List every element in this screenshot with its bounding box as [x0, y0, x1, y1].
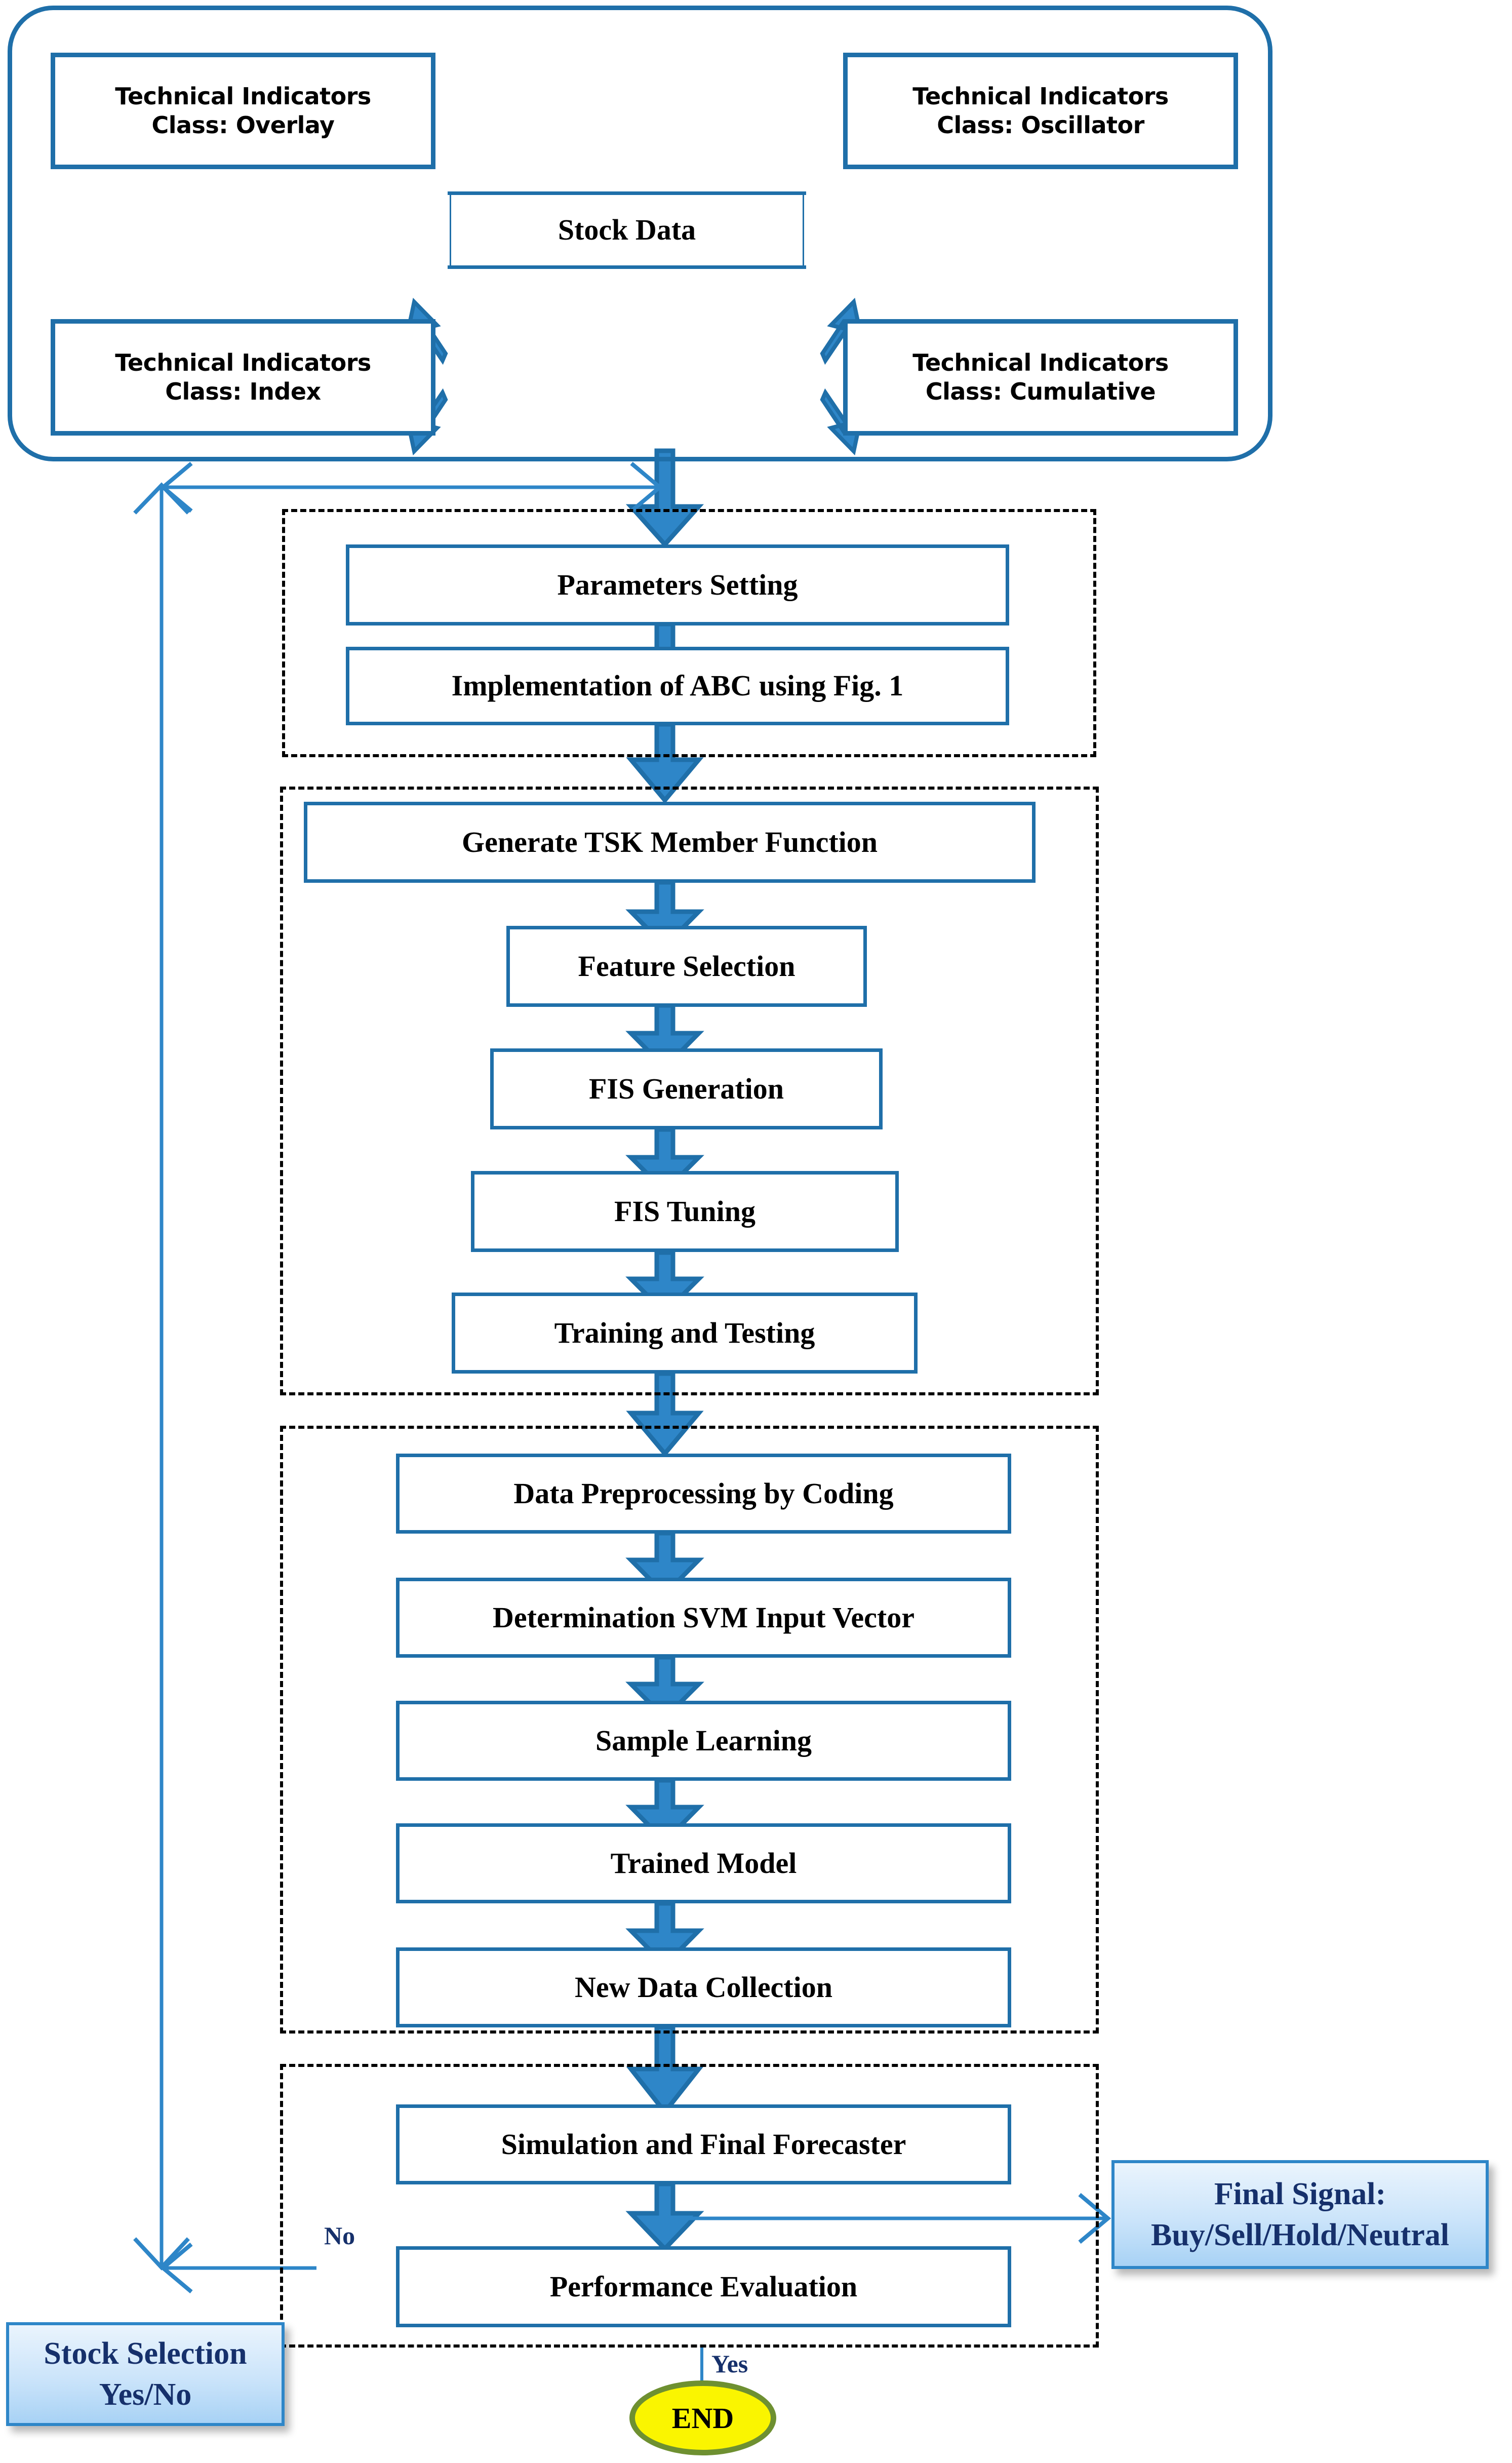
node-technical-indicators-overlay[interactable]: Technical Indicators Class: Overlay: [51, 53, 435, 169]
node-parameters-setting[interactable]: Parameters Setting: [346, 544, 1009, 625]
stock-selection-line2: Yes/No: [99, 2377, 192, 2412]
node-data-preprocessing-by-coding[interactable]: Data Preprocessing by Coding: [396, 1454, 1011, 1534]
node-final-signal[interactable]: Final Signal: Buy/Sell/Hold/Neutral: [1111, 2160, 1489, 2269]
node-end-terminator[interactable]: END: [629, 2380, 776, 2455]
node-generate-tsk-member-function[interactable]: Generate TSK Member Function: [304, 802, 1036, 883]
stock-selection-line1: Stock Selection: [44, 2336, 247, 2371]
ti-index-line2: Class: Index: [165, 378, 321, 405]
data-preprocessing-label: Data Preprocessing by Coding: [513, 1476, 894, 1510]
feature-selection-label: Feature Selection: [578, 949, 795, 983]
trained-model-label: Trained Model: [610, 1846, 797, 1880]
fis-generation-label: FIS Generation: [588, 1072, 784, 1105]
final-signal-line1: Final Signal:: [1214, 2176, 1386, 2211]
node-stock-data[interactable]: Stock Data: [448, 191, 806, 269]
ti-index-line1: Technical Indicators: [115, 348, 371, 376]
ti-overlay-line1: Technical Indicators: [115, 82, 371, 110]
ti-cumulative-line2: Class: Cumulative: [925, 378, 1156, 405]
node-feature-selection[interactable]: Feature Selection: [506, 926, 867, 1007]
edge-label-yes: Yes: [711, 2349, 748, 2378]
node-training-and-testing[interactable]: Training and Testing: [452, 1293, 918, 1374]
node-performance-evaluation[interactable]: Performance Evaluation: [396, 2246, 1011, 2327]
node-determination-svm-input-vector[interactable]: Determination SVM Input Vector: [396, 1578, 1011, 1658]
edge-no-text: No: [324, 2221, 355, 2250]
new-data-collection-label: New Data Collection: [574, 1970, 832, 2004]
determination-svm-label: Determination SVM Input Vector: [493, 1600, 914, 1634]
ti-cumulative-line1: Technical Indicators: [912, 348, 1169, 376]
end-label: END: [671, 2401, 734, 2435]
simulation-forecaster-label: Simulation and Final Forecaster: [501, 2127, 906, 2161]
node-implementation-abc[interactable]: Implementation of ABC using Fig. 1: [346, 647, 1009, 725]
performance-evaluation-label: Performance Evaluation: [549, 2270, 858, 2303]
node-technical-indicators-oscillator[interactable]: Technical Indicators Class: Oscillator: [843, 53, 1238, 169]
stock-data-group-frame: [8, 6, 1272, 461]
implementation-abc-label: Implementation of ABC using Fig. 1: [451, 669, 904, 702]
edge-yes-text: Yes: [711, 2350, 748, 2378]
node-technical-indicators-index[interactable]: Technical Indicators Class: Index: [51, 319, 435, 436]
parameters-setting-label: Parameters Setting: [557, 568, 798, 601]
ti-oscillator-line2: Class: Oscillator: [937, 111, 1144, 139]
node-fis-generation[interactable]: FIS Generation: [490, 1048, 883, 1129]
node-technical-indicators-cumulative[interactable]: Technical Indicators Class: Cumulative: [843, 319, 1238, 436]
node-new-data-collection[interactable]: New Data Collection: [396, 1947, 1011, 2027]
training-testing-label: Training and Testing: [554, 1316, 815, 1349]
fis-tuning-label: FIS Tuning: [614, 1194, 755, 1228]
final-signal-line2: Buy/Sell/Hold/Neutral: [1150, 2217, 1450, 2252]
sample-learning-label: Sample Learning: [595, 1724, 812, 1757]
edge-label-no: No: [324, 2221, 355, 2250]
node-sample-learning[interactable]: Sample Learning: [396, 1701, 1011, 1781]
node-stock-selection[interactable]: Stock Selection Yes/No: [6, 2322, 285, 2426]
node-fis-tuning[interactable]: FIS Tuning: [471, 1171, 899, 1252]
arrow-to-parameters-setting: [625, 448, 704, 548]
stock-data-label: Stock Data: [558, 213, 696, 247]
ti-oscillator-line1: Technical Indicators: [912, 82, 1169, 110]
ti-overlay-line2: Class: Overlay: [151, 111, 335, 139]
generate-tsk-label: Generate TSK Member Function: [461, 825, 878, 858]
node-trained-model[interactable]: Trained Model: [396, 1823, 1011, 1903]
node-simulation-and-final-forecaster[interactable]: Simulation and Final Forecaster: [396, 2104, 1011, 2184]
